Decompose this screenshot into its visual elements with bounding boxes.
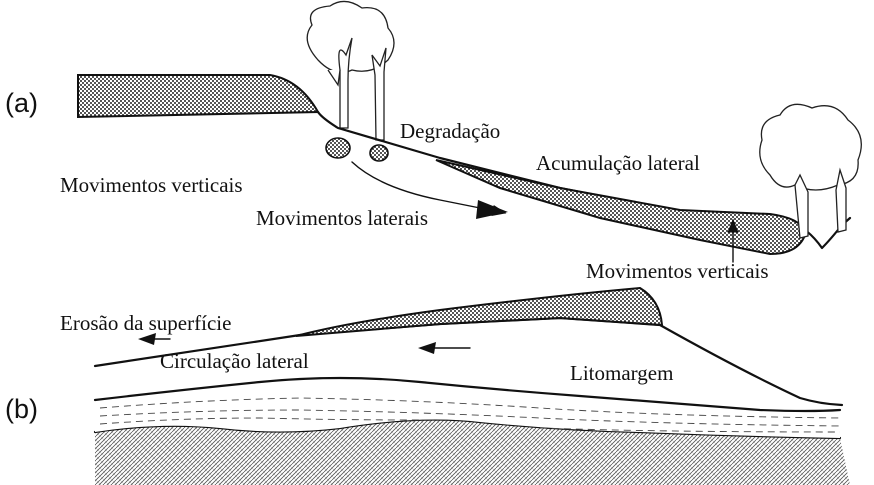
surface-crust-deposit	[296, 288, 662, 336]
label-erosao-superficie: Erosão da superfície	[60, 311, 231, 335]
lateral-circulation-arrowhead	[418, 342, 436, 354]
label-movimentos-verticais-left: Movimentos verticais	[60, 173, 243, 197]
label-circulacao-lateral: Circulação lateral	[160, 349, 309, 373]
tree-left-icon	[307, 1, 394, 140]
label-movimentos-verticais-right: Movimentos verticais	[586, 259, 769, 283]
label-movimentos-laterais: Movimentos laterais	[256, 206, 428, 230]
label-litomargem: Litomargem	[570, 361, 673, 385]
lateral-movement-arrowhead	[476, 200, 508, 219]
panel-a-label: (a)	[5, 88, 38, 118]
upper-plateau-deposit	[78, 75, 318, 117]
nodule-2	[370, 145, 388, 161]
panel-b-label: (b)	[5, 394, 38, 424]
label-acumulacao-lateral: Acumulação lateral	[536, 151, 700, 175]
label-degradacao: Degradação	[400, 119, 500, 143]
nodule-1	[326, 138, 350, 158]
